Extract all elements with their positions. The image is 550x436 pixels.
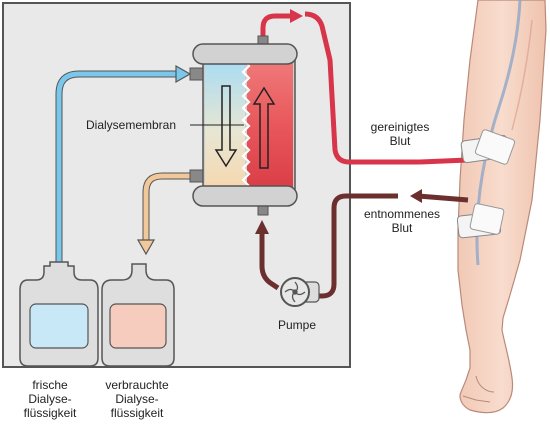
fresh-fluid-bottle	[19, 261, 99, 367]
pump-rotor-icon	[284, 281, 306, 303]
fresh-fluid-label: frische Dialyse- flüssigkeit	[23, 378, 77, 420]
arm	[457, 0, 547, 414]
pump-label: Pumpe	[277, 318, 317, 332]
upper-cannula-band	[460, 129, 516, 165]
purified-blood-line	[260, 13, 292, 42]
blood-compartment	[247, 60, 293, 192]
membrane-label: Dialysemembran	[86, 118, 177, 132]
withdrawn-blood-label: entnommenes Blut	[363, 207, 441, 235]
dialyzer	[189, 35, 298, 216]
dialysate-compartment	[205, 60, 245, 192]
purified-blood-label: gereinigtes Blut	[370, 120, 430, 148]
used-fluid-arrowhead	[136, 239, 156, 256]
fresh-fluid-arrowhead	[175, 64, 192, 84]
withdrawn-blood-line	[417, 193, 469, 203]
used-fluid-label: verbrauchte Dialyse- flüssigkeit	[105, 378, 169, 420]
down-arrow-icon	[214, 85, 238, 168]
dialysis-membrane	[241, 59, 251, 193]
pump	[280, 277, 320, 307]
lower-cannula-band	[456, 203, 505, 239]
used-fluid-bottle	[101, 263, 175, 367]
up-arrow-icon	[252, 86, 276, 169]
